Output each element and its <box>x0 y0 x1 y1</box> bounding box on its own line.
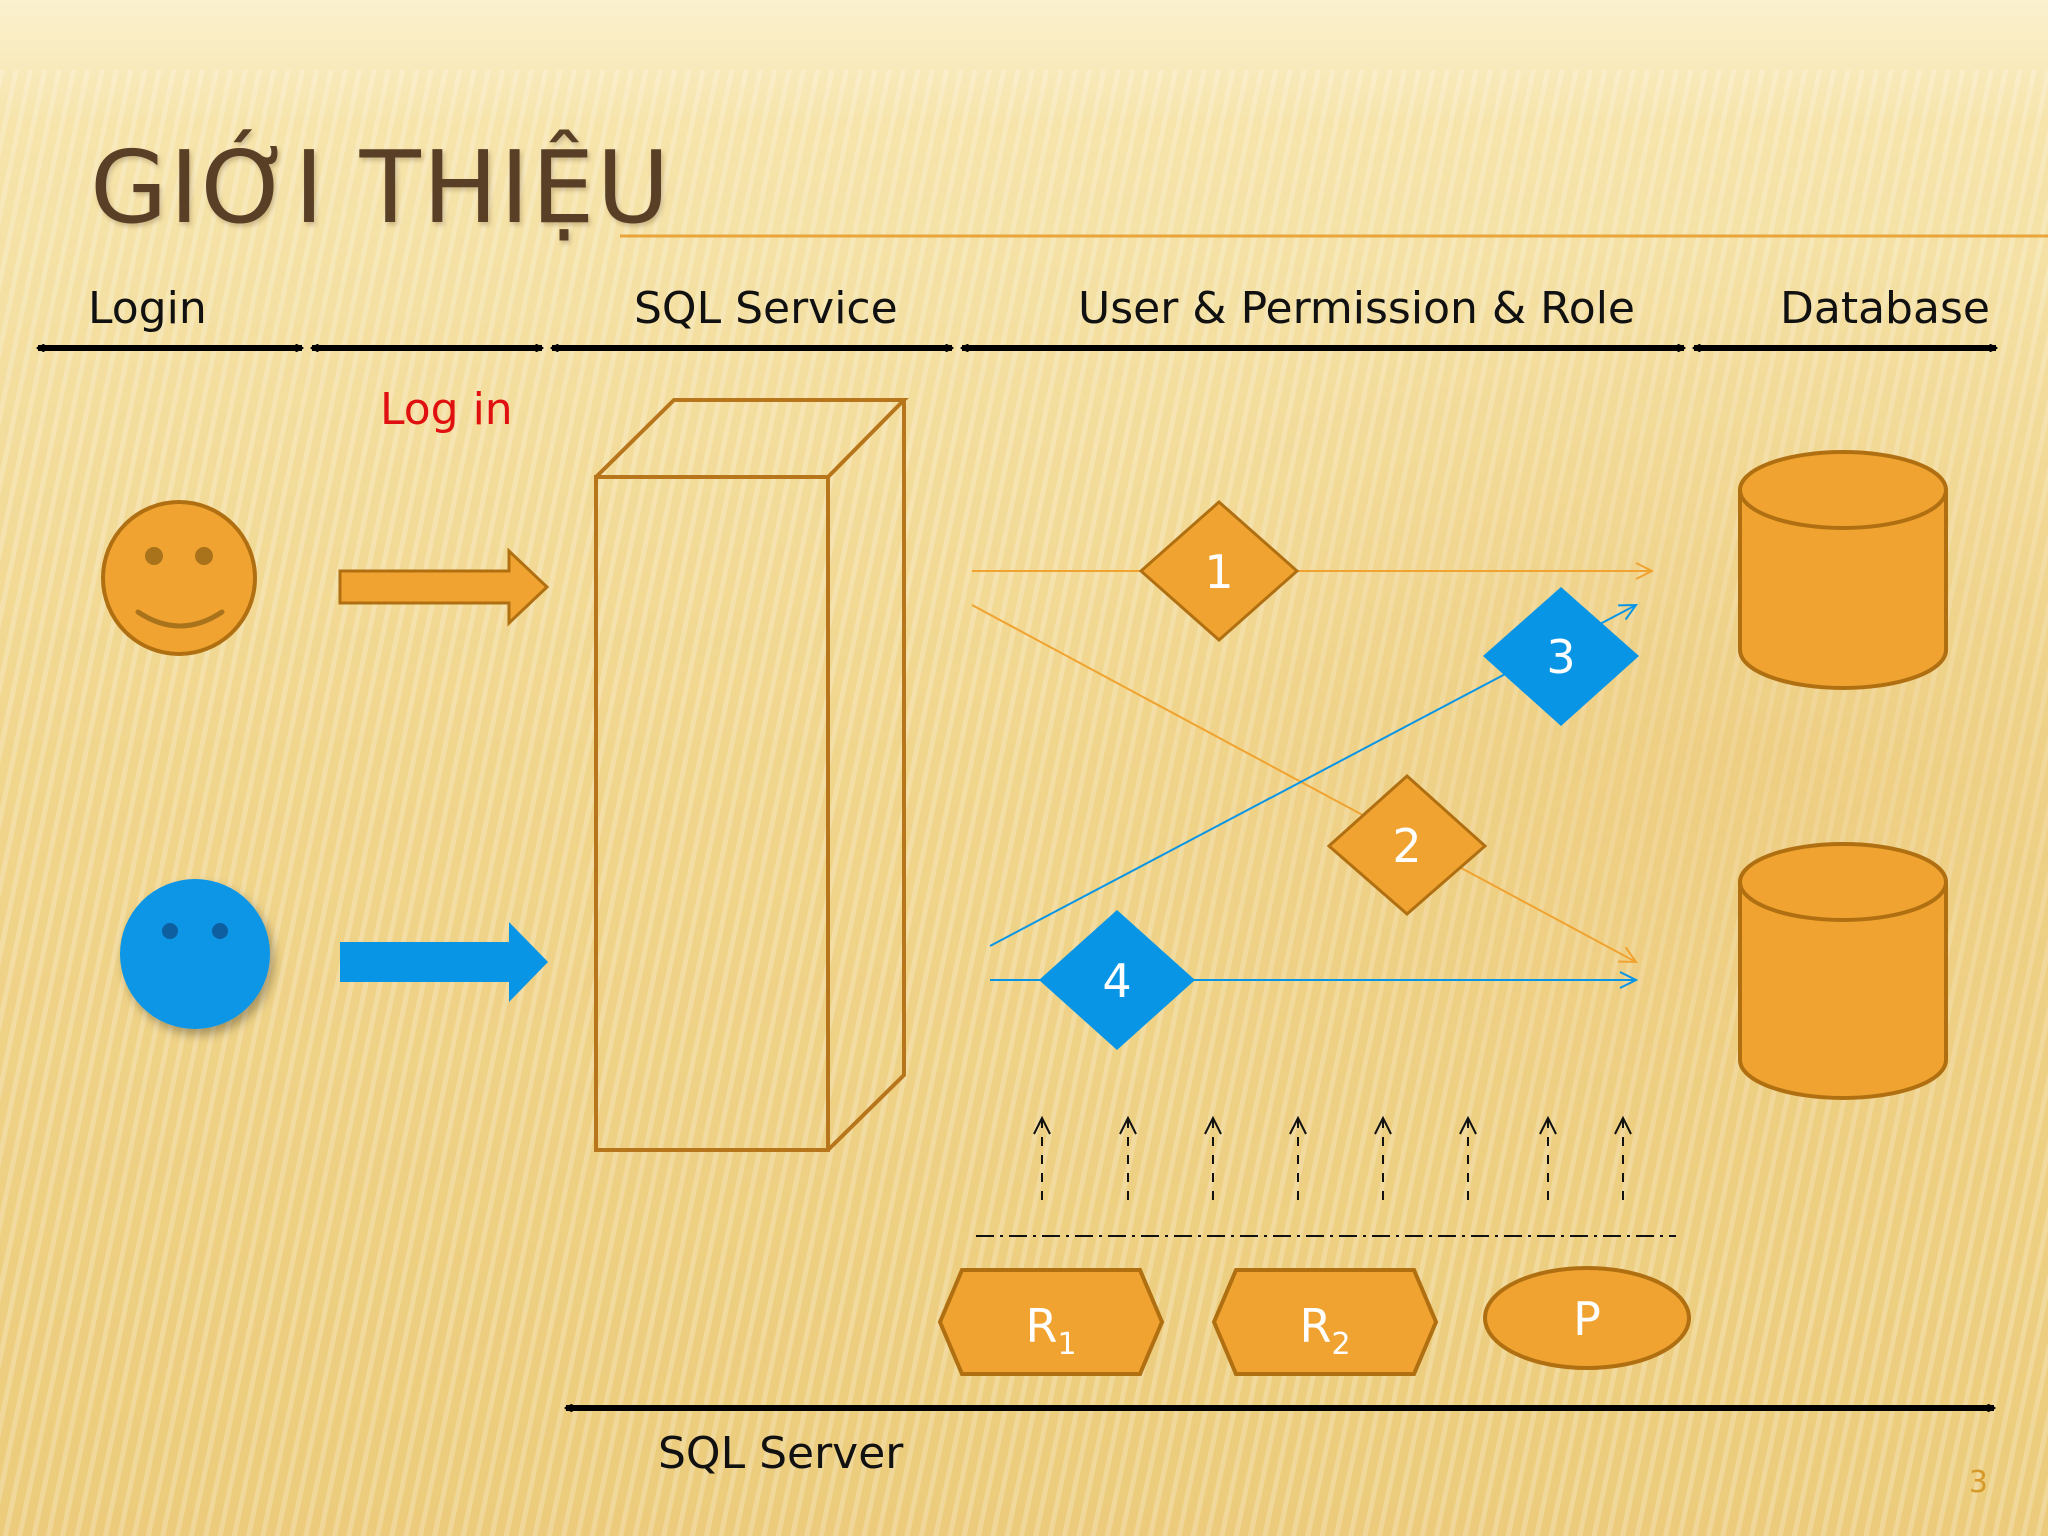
sql-service-box <box>594 398 909 1152</box>
role-assignment-arrows <box>1042 1118 1623 1200</box>
diamond-4: 4 <box>1039 910 1195 1050</box>
permission-p: P <box>1483 1266 1691 1370</box>
diamond-1: 1 <box>1138 499 1300 643</box>
database-cylinder-2 <box>1738 842 1948 1100</box>
section-label-database: Database <box>1780 283 1990 334</box>
database-cylinder-1 <box>1738 450 1948 690</box>
section-label-sql-server: SQL Server <box>658 1428 904 1479</box>
blue-user-icon <box>120 879 270 1029</box>
section-label-login: Login <box>88 283 207 334</box>
svg-text:P: P <box>1573 1292 1601 1346</box>
orange-user-smiley-icon <box>101 500 257 656</box>
slide-title: GIỚI THIỆU <box>90 129 672 246</box>
page-number: 3 <box>1968 1465 1988 1500</box>
orange-flow-line-2 <box>971 604 1636 962</box>
svg-text:1: 1 <box>1204 545 1233 599</box>
role-r1: R1 <box>937 1268 1165 1376</box>
diamond-2: 2 <box>1326 773 1488 916</box>
role-r2: R2 <box>1211 1268 1439 1376</box>
svg-text:2: 2 <box>1392 819 1421 873</box>
orange-login-arrow <box>338 547 550 627</box>
section-label-sql-service: SQL Service <box>634 283 898 334</box>
svg-text:R1: R1 <box>1025 1299 1076 1362</box>
svg-text:4: 4 <box>1102 954 1131 1008</box>
svg-text:R2: R2 <box>1299 1299 1350 1362</box>
log-in-label: Log in <box>380 384 513 435</box>
section-label-user-permission-role: User & Permission & Role <box>1078 283 1635 334</box>
svg-text:3: 3 <box>1546 630 1575 684</box>
blue-login-arrow <box>340 922 548 1002</box>
diamond-3: 3 <box>1483 587 1639 726</box>
